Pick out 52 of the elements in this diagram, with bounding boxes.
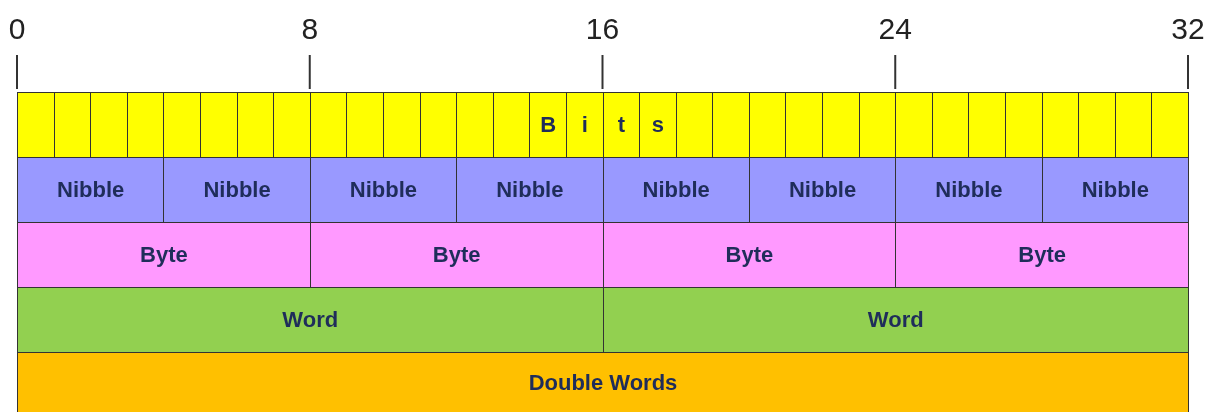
bit-cell [163, 92, 201, 158]
bit-cell [456, 92, 494, 158]
bit-position-label: 32 [1171, 12, 1205, 46]
bit-cell [419, 92, 458, 158]
nibble-field: Nibble [456, 157, 604, 223]
bit-cell [1114, 92, 1153, 158]
bit-cell: i [565, 92, 604, 158]
bit-cell: t [602, 92, 641, 158]
bit-cell [382, 92, 421, 158]
nibble-field: Nibble [17, 157, 165, 223]
bit-cell [1151, 92, 1189, 158]
bit-cell [90, 92, 128, 158]
byte-field: Byte [602, 222, 897, 288]
bit-cell [309, 92, 348, 158]
bit-position-label: 24 [878, 12, 912, 46]
bit-cell: B [529, 92, 567, 158]
bit-cell [1005, 92, 1043, 158]
byte-field: Byte [17, 222, 311, 288]
bit-cell [748, 92, 787, 158]
nibble-field: Nibble [748, 157, 897, 223]
bit-cell: s [639, 92, 677, 158]
byte-field: Byte [309, 222, 604, 288]
bit-cell [492, 92, 531, 158]
nibble-field: Nibble [895, 157, 1043, 223]
bit-cell [1041, 92, 1080, 158]
bit-cell [675, 92, 714, 158]
bit-cell [346, 92, 384, 158]
bit-cell [236, 92, 275, 158]
bit-cell [712, 92, 750, 158]
double-word-field: Double Words [17, 352, 1189, 412]
bit-position-label: 0 [8, 12, 26, 46]
word-field: Word [17, 287, 604, 353]
bit-cell [968, 92, 1007, 158]
nibble-field: Nibble [602, 157, 750, 223]
bit-cell [858, 92, 897, 158]
bit-cell [785, 92, 824, 158]
nibble-field: Nibble [163, 157, 311, 223]
bit-cell [17, 92, 55, 158]
bit-position-label: 8 [301, 12, 319, 46]
bit-cell [895, 92, 933, 158]
bit-cell [1078, 92, 1116, 158]
word-field: Word [602, 287, 1189, 353]
bit-cell [53, 92, 92, 158]
byte-field: Byte [895, 222, 1189, 288]
bit-cell [126, 92, 165, 158]
bit-cell [931, 92, 970, 158]
nibble-field: Nibble [309, 157, 458, 223]
bit-cell [822, 92, 860, 158]
bit-cell [199, 92, 238, 158]
nibble-field: Nibble [1041, 157, 1189, 223]
bit-cell [273, 92, 311, 158]
bit-position-label: 16 [585, 12, 620, 46]
